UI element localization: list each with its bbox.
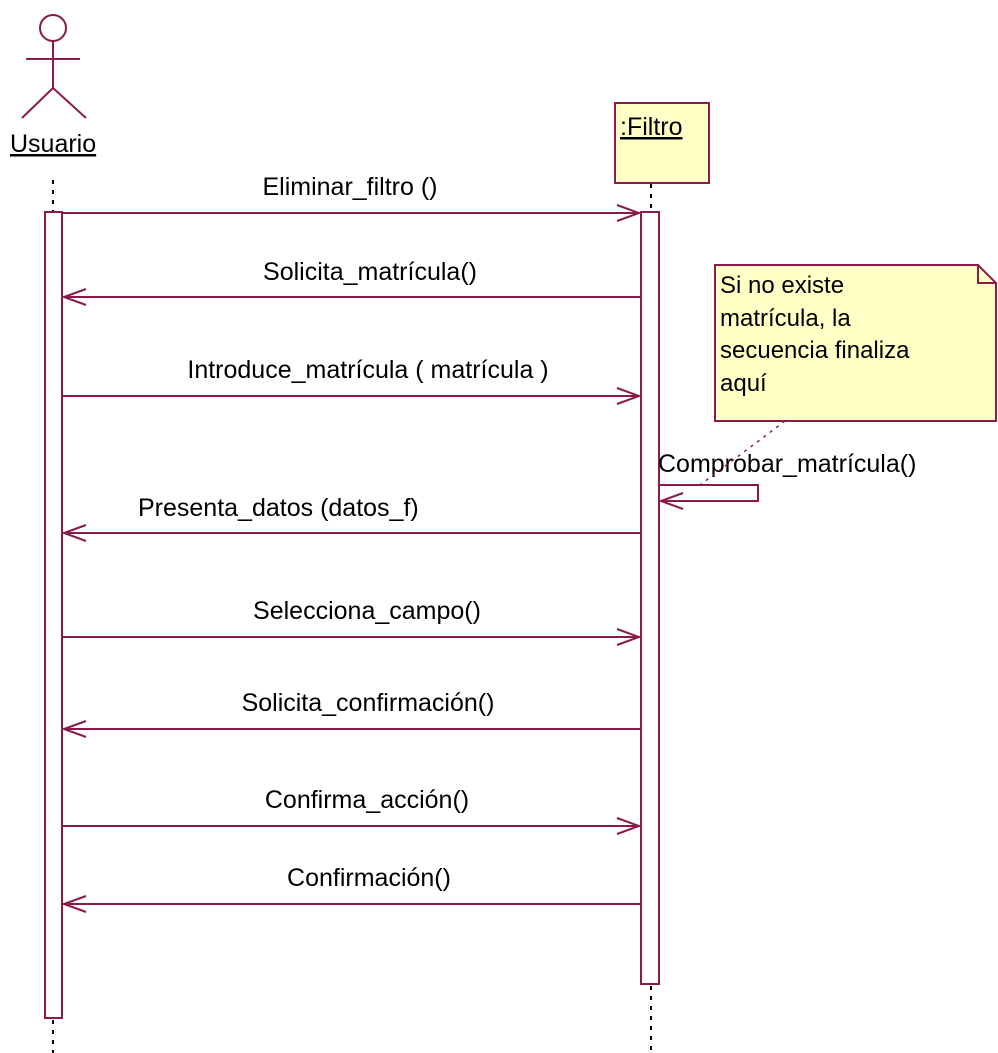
object-box[interactable]: [614, 102, 710, 184]
self-message-line: [659, 484, 759, 502]
note-line: aquí: [720, 370, 767, 397]
arrowhead-left-icon: [61, 288, 87, 306]
message-label: Solicita_matrícula(): [263, 258, 477, 286]
arrowhead-right-icon: [616, 628, 642, 646]
arrowhead-right-icon: [616, 387, 642, 405]
self-message[interactable]: Comprobar_matrícula(): [658, 450, 916, 510]
message-label: Introduce_matrícula ( matrícula ): [187, 356, 548, 384]
stick-figure-actor-icon: [21, 14, 87, 119]
message-label: Eliminar_filtro (): [262, 173, 437, 201]
message[interactable]: Eliminar_filtro (): [62, 173, 642, 222]
arrowhead-left-icon: [61, 720, 87, 738]
message-label: Solicita_confirmación(): [242, 689, 495, 717]
message[interactable]: Introduce_matrícula ( matrícula ): [62, 356, 642, 405]
message-label: Confirma_acción(): [265, 786, 469, 814]
message-label: Selecciona_campo(): [253, 597, 481, 625]
actor-activation-bar: [44, 211, 63, 1019]
message[interactable]: Confirma_acción(): [62, 786, 642, 835]
actor-left-leg: [21, 87, 54, 119]
arrowhead-left-icon: [658, 492, 684, 510]
arrowhead-right-icon: [616, 204, 642, 222]
note-anchor-line: [699, 420, 786, 486]
message-label: Presenta_datos (datos_f): [138, 494, 419, 522]
object-name: :Filtro: [620, 113, 683, 141]
message-label: Confirmación(): [287, 864, 451, 892]
message-label: Comprobar_matrícula(): [658, 450, 916, 478]
actor-head: [39, 14, 67, 42]
actor-name: Usuario: [10, 130, 96, 158]
message[interactable]: Presenta_datos (datos_f): [61, 494, 641, 542]
object-activation-bar: [640, 211, 660, 985]
actor-right-leg: [52, 87, 87, 119]
arrowhead-right-icon: [616, 817, 642, 835]
note-line: secuencia finaliza: [720, 337, 910, 364]
note-line: Si no existe: [720, 272, 844, 299]
message[interactable]: Solicita_matrícula(): [61, 258, 641, 306]
note-fold-icon: [977, 265, 996, 284]
note-line: matrícula, la: [720, 305, 851, 332]
note[interactable]: Si no existe matrícula, la secuencia fin…: [714, 264, 997, 422]
message[interactable]: Confirmación(): [61, 864, 641, 913]
arrowhead-left-icon: [61, 524, 87, 542]
note-box: [714, 264, 997, 422]
message[interactable]: Selecciona_campo(): [62, 597, 642, 646]
message[interactable]: Solicita_confirmación(): [61, 689, 641, 738]
arrowhead-left-icon: [61, 895, 87, 913]
